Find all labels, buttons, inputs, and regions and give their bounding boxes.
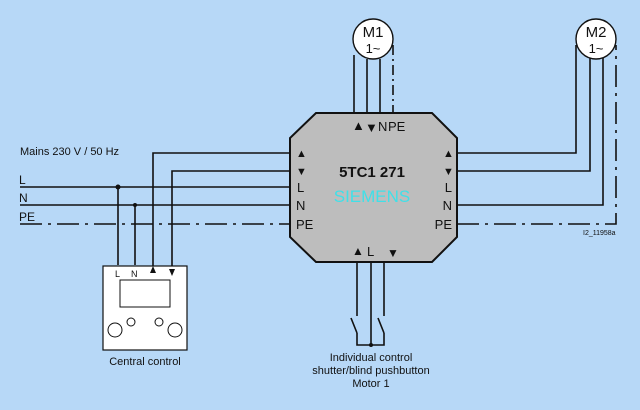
- individual-control-label: Motor 1: [352, 378, 389, 390]
- right-pe-label: PE: [435, 217, 453, 232]
- cc-n-label: N: [131, 269, 138, 279]
- button: [167, 322, 183, 338]
- central-down-wire: [171, 170, 290, 268]
- junction-n: [133, 203, 137, 207]
- brand-logo: SIEMENS: [334, 187, 411, 206]
- button: [154, 317, 164, 327]
- motor-m2: M2 1~: [575, 18, 617, 60]
- mains-l-label: L: [19, 173, 26, 187]
- display: [119, 279, 171, 308]
- left-l-label: L: [297, 180, 304, 195]
- arrow-up-icon: ▲: [443, 148, 454, 160]
- mains-pe-label: PE: [19, 210, 35, 224]
- arrow-up-icon: ▲: [296, 148, 307, 160]
- device-model: 5TC1 271: [339, 164, 405, 181]
- left-pe-label: PE: [296, 217, 314, 232]
- pushbutton-up: [350, 317, 358, 334]
- arrow-down-icon: ▼: [443, 166, 454, 178]
- button: [107, 322, 123, 338]
- top-pe-label: PE: [388, 119, 406, 134]
- arrow-up-icon: ▲: [352, 118, 365, 133]
- arrow-down-icon: ▼: [296, 166, 307, 178]
- bottom-l-label: L: [367, 244, 374, 259]
- individual-control-label: Individual control: [330, 352, 413, 364]
- motor-m1: M1 1~: [352, 18, 394, 60]
- right-n-label: N: [443, 198, 452, 213]
- right-l-label: L: [445, 180, 452, 195]
- motor-type: 1~: [366, 41, 381, 56]
- cc-l-label: L: [115, 269, 120, 279]
- central-up-wire: [152, 152, 290, 268]
- central-control-unit: L N: [102, 265, 188, 351]
- arrow-down-icon: ▼: [387, 246, 399, 260]
- motor-name: M2: [586, 24, 607, 41]
- mains-title: Mains 230 V / 50 Hz: [20, 146, 119, 158]
- left-n-label: N: [296, 198, 305, 213]
- arrow-up-icon: ▲: [352, 244, 364, 258]
- wires: [20, 45, 617, 346]
- mains-n-label: N: [19, 191, 28, 205]
- pushbutton-down: [377, 317, 385, 334]
- figure-id: I2_11958a: [583, 230, 616, 237]
- motor-name: M1: [363, 24, 384, 41]
- motor-type: 1~: [589, 41, 604, 56]
- control-unit: 5TC1 271 SIEMENS ▲ ▼ N PE ▲ ▼ L N PE ▲ ▼…: [289, 112, 458, 263]
- individual-control-label: shutter/blind pushbutton: [312, 365, 429, 377]
- top-n-label: N: [378, 119, 387, 134]
- arrow-down-icon: ▼: [365, 120, 378, 135]
- button: [126, 317, 136, 327]
- junction-l: [115, 184, 121, 190]
- central-control-label: Central control: [109, 356, 181, 368]
